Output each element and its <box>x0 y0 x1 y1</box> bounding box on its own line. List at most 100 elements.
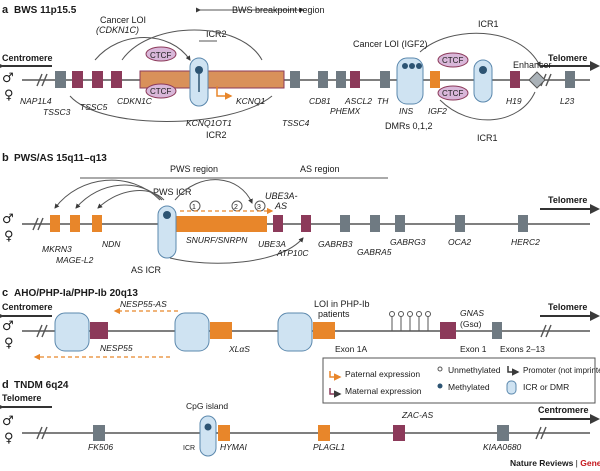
gene-fk506 <box>93 425 105 441</box>
exon1-unmethylated-sites <box>389 311 431 331</box>
centromere-label-d: Centromere <box>538 405 589 415</box>
icr2-label-bottom: ICR2 <box>206 130 227 140</box>
label-atp10c: ATP10C <box>276 248 309 258</box>
gene-magel2 <box>70 215 80 232</box>
gene-phemx <box>336 71 346 88</box>
label-igf2: IGF2 <box>428 106 447 116</box>
male-symbol-c: ♂ <box>2 319 14 334</box>
label-oca2: OCA2 <box>448 237 471 247</box>
label-herc2: HERC2 <box>511 237 540 247</box>
icr1-label-top: ICR1 <box>478 19 499 29</box>
cancer-loi-cdkn1c: Cancer LOI <box>100 15 146 25</box>
gene-nap1l4 <box>55 71 66 88</box>
pws-icr-box <box>157 205 177 259</box>
female-symbol-d: ♀ <box>4 431 14 446</box>
panel-c-letter: c <box>2 287 8 299</box>
gene-plagl1 <box>318 425 330 441</box>
gene-kiaa0680 <box>497 425 509 441</box>
cancer-loi-cdkn1c-paren: (CDKN1C) <box>96 25 139 35</box>
legend-maternal-icon <box>329 388 342 398</box>
gene-snurf <box>175 216 267 232</box>
footer-section: Genetics <box>580 458 600 468</box>
panel-d: d TNDM 6q24 Telomere Centromere ♂ ♀ CpG … <box>0 379 600 457</box>
kcnq1ot1-promoter-arrow <box>216 86 233 100</box>
label-plagl1: PLAGL1 <box>313 442 345 452</box>
icr2-methyl-dot <box>195 66 203 74</box>
break-mark-a-left <box>36 73 48 87</box>
legend-promoter-icon <box>507 366 520 376</box>
gene-exon1 <box>440 322 456 339</box>
break-mark-b <box>32 217 44 231</box>
gene-tssc5 <box>92 71 103 88</box>
footer-sep: | <box>573 458 580 468</box>
legend-maternal: Maternal expression <box>345 386 422 396</box>
gene-hymai <box>218 425 230 441</box>
legend-unmethylated-icon <box>437 366 443 372</box>
arc-a-5 <box>439 91 536 121</box>
label-ins: INS <box>399 106 414 116</box>
panel-c: c AHO/PHP-Ia/PHP-Ib 20q13 Centromere Tel… <box>0 287 600 361</box>
gene-tssc4 <box>290 71 300 88</box>
centromere-label-a: Centromere <box>2 53 53 63</box>
break-mark-c-right <box>540 324 552 338</box>
ctcf-oval-4 <box>437 85 469 101</box>
pws-icr-dot <box>163 211 171 219</box>
label-th: TH <box>377 96 389 106</box>
label-nap1l4: NAP1L4 <box>20 96 52 106</box>
arc-b-3 <box>97 190 165 209</box>
cpg-island-label: CpG island <box>186 401 228 411</box>
legend: Paternal expression Maternal expression … <box>322 357 600 404</box>
legend-methylated: Methylated <box>448 382 490 392</box>
panel-a-letter: a <box>2 4 9 16</box>
centromere-label-c: Centromere <box>2 302 53 312</box>
icr1-methyl-dot <box>479 66 487 74</box>
gene-gabrb3 <box>340 215 350 232</box>
as-icr-label: AS ICR <box>131 265 162 275</box>
label-tssc4: TSSC4 <box>282 118 310 128</box>
male-symbol-b: ♂ <box>2 212 14 227</box>
icr1-box <box>473 59 493 103</box>
loi-note-2: patients <box>318 309 350 319</box>
label-ube3a: UBE3A <box>258 239 286 249</box>
circle-1-label: 1 <box>192 204 196 211</box>
panel-b: b PWS/AS 15q11–q13 PWS region AS region … <box>2 152 600 275</box>
arc-a-2 <box>94 37 191 61</box>
legend-icr-dmr: ICR or DMR <box>523 382 569 392</box>
cpg-island-box <box>199 415 217 457</box>
ctcf-oval-3 <box>437 52 469 68</box>
panel-d-letter: d <box>2 379 9 391</box>
panel-b-letter: b <box>2 152 9 164</box>
ctcf-oval-2 <box>145 83 177 99</box>
footer-credit: Nature Reviews | Genetics <box>510 458 600 468</box>
as-region-label: AS region <box>300 164 340 174</box>
label-exon1a: Exon 1A <box>335 344 367 354</box>
label-gabra5: GABRA5 <box>357 247 392 257</box>
gene-atp10c <box>301 215 311 232</box>
arc-a-4 <box>419 32 541 67</box>
gene-h19 <box>510 71 520 88</box>
gene-exon1a <box>313 322 335 339</box>
dmrs-box <box>396 57 424 105</box>
gene-cd81 <box>318 71 328 88</box>
label-ndn: NDN <box>102 239 121 249</box>
label-magel2: MAGE-L2 <box>56 255 94 265</box>
xlas-dmr-box <box>174 312 210 352</box>
legend-unmethylated: Unmethylated <box>448 365 501 375</box>
gene-tssc3 <box>72 71 83 88</box>
label-mkrn3: MKRN3 <box>42 244 72 254</box>
break-mark-d-right <box>535 426 547 440</box>
gene-nesp55 <box>90 322 108 339</box>
telomere-label-d: Telomere <box>2 393 41 403</box>
gene-igf2 <box>430 71 440 88</box>
legend-paternal-icon <box>329 371 342 381</box>
dmrs-label: DMRs 0,1,2 <box>385 121 433 131</box>
label-gabrb3: GABRB3 <box>318 239 353 249</box>
label-nesp55as: NESP55-AS <box>120 299 167 309</box>
arc-a-3 <box>69 95 273 122</box>
gene-gabrg3 <box>395 215 405 232</box>
label-cdkn1c: CDKN1C <box>117 96 153 106</box>
label-phemx: PHEMX <box>330 106 361 116</box>
arc-b-4 <box>174 179 253 204</box>
gene-th <box>380 71 390 88</box>
